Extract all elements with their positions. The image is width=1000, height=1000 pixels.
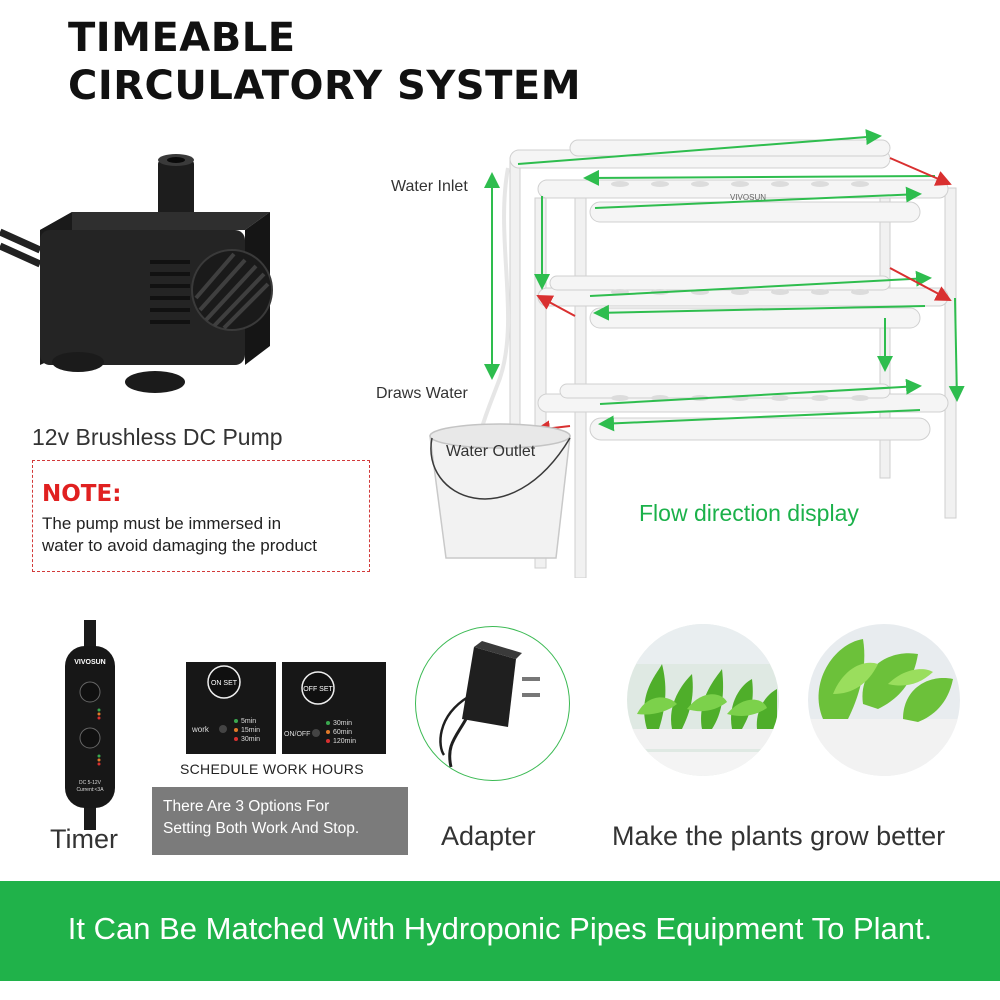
on-option-3: 30min	[241, 736, 260, 743]
title-line-2: CIRCULATORY SYSTEM	[68, 63, 582, 109]
schedule-note-line-1: There Are 3 Options For	[163, 798, 330, 815]
note-text: The pump must be immersed in water to av…	[42, 513, 369, 557]
pump-icon	[0, 154, 273, 393]
timer-spec-2: Current:<3A	[76, 787, 104, 793]
off-option-3: 120min	[333, 738, 356, 745]
title-line-1: TIMEABLE	[68, 15, 296, 61]
note-title: NOTE:	[42, 481, 122, 507]
adapter-icon	[439, 641, 540, 768]
pump-caption: 12v Brushless DC Pump	[32, 424, 283, 450]
water-inlet-label: Water Inlet	[391, 178, 468, 195]
schedule-panels: ON SET OFF SET work ON/OFF 5min 15min 30…	[186, 662, 386, 754]
adapter-image	[415, 626, 570, 781]
plants-photo-1	[627, 624, 779, 776]
timer-spec: DC 5-12V	[79, 780, 102, 786]
note-line-2: water to avoid damaging the product	[42, 536, 318, 555]
plants-photo-2	[808, 624, 960, 776]
timer-brand: VIVOSUN	[74, 659, 106, 666]
adapter-caption: Adapter	[441, 821, 536, 851]
flow-direction-label: Flow direction display	[639, 500, 859, 526]
on-set-button-label: ON SET	[211, 680, 238, 687]
off-option-1: 30min	[333, 720, 352, 727]
page-title: TIMEABLE CIRCULATORY SYSTEM	[68, 14, 581, 110]
schedule-caption: SCHEDULE WORK HOURS	[180, 761, 364, 777]
draws-water-label: Draws Water	[376, 385, 468, 402]
onoff-label: ON/OFF	[284, 731, 310, 738]
rack-brand-mark: VIVOSUN	[730, 193, 766, 202]
note-box: NOTE: The pump must be immersed in water…	[32, 460, 370, 572]
water-outlet-label: Water Outlet	[446, 443, 536, 460]
timer-icon: VIVOSUN DC 5-12V Current:<3A	[65, 620, 115, 830]
bottom-banner: It Can Be Matched With Hydroponic Pipes …	[0, 881, 1000, 981]
banner-text: It Can Be Matched With Hydroponic Pipes …	[67, 911, 933, 946]
off-set-button-label: OFF SET	[303, 686, 333, 693]
schedule-note: There Are 3 Options For Setting Both Wor…	[152, 787, 408, 855]
schedule-note-line-2: Setting Both Work And Stop.	[163, 820, 360, 837]
timer-caption: Timer	[50, 824, 118, 854]
note-line-1: The pump must be immersed in	[42, 514, 282, 533]
work-label: work	[191, 725, 210, 734]
hydroponic-rack-diagram: VIVOSUN	[429, 129, 965, 578]
off-option-2: 60min	[333, 729, 352, 736]
on-option-1: 5min	[241, 718, 256, 725]
on-option-2: 15min	[241, 727, 260, 734]
plants-caption: Make the plants grow better	[612, 821, 946, 851]
